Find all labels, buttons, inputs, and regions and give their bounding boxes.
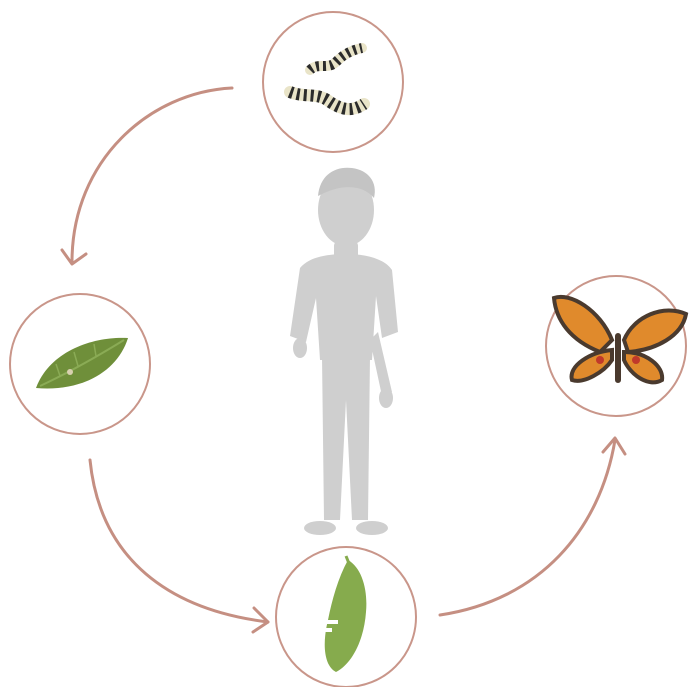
person-silhouette-icon: [290, 168, 398, 535]
arrow-chrysalis-to-butterfly: [440, 440, 615, 615]
stage-ring-caterpillars: [263, 12, 403, 152]
arrowhead-leaf: [62, 250, 86, 264]
arrow-leaf-to-chrysalis: [90, 460, 268, 622]
arrow-caterpillar-to-leaf: [72, 88, 232, 262]
